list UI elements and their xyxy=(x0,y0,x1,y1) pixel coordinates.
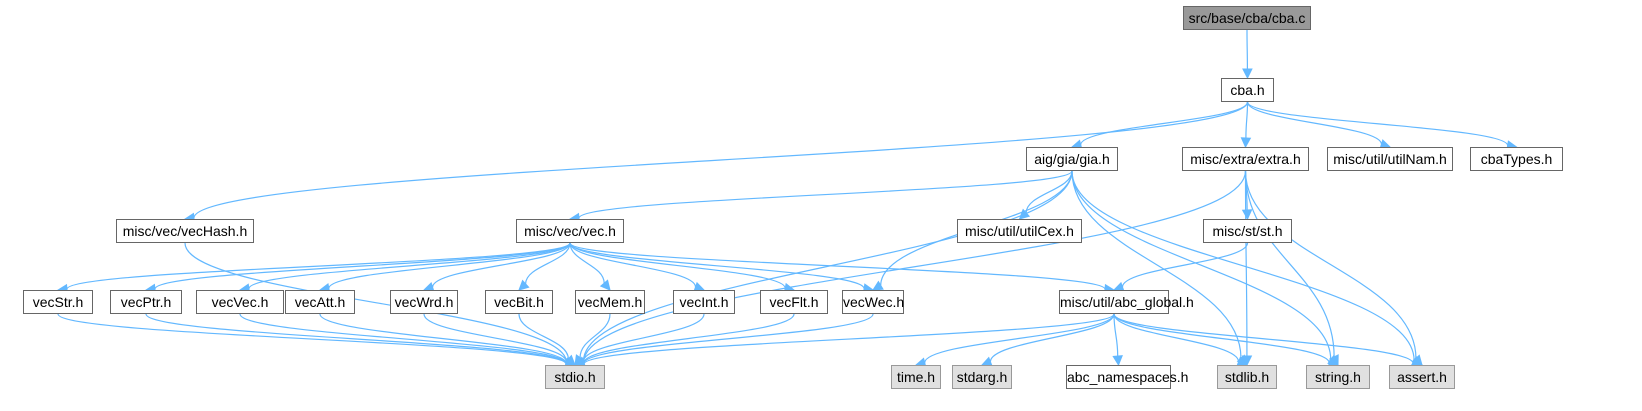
edge-vecVec_h-to-stdio_h xyxy=(239,313,567,364)
edge-vecBit_h-to-stdio_h xyxy=(518,313,569,360)
node-vecvec-h[interactable]: vecVec.h xyxy=(196,290,284,314)
node-cbatypes-h[interactable]: cbaTypes.h xyxy=(1470,147,1563,171)
arrowhead-extra_h-to-stdlib_h xyxy=(1241,355,1253,367)
edge-vec_h-to-abc_global_h xyxy=(569,242,1106,290)
node-cba-h[interactable]: cba.h xyxy=(1221,78,1274,102)
edge-vecMem_h-to-stdio_h xyxy=(579,313,611,358)
edge-abc_global_h-to-stdarg_h xyxy=(989,313,1115,362)
edge-cba_h-to-gia_h xyxy=(1080,101,1249,146)
node-stdlib-h: stdlib.h xyxy=(1217,365,1277,389)
node-st-h[interactable]: misc/st/st.h xyxy=(1203,219,1292,243)
node-string-h: string.h xyxy=(1306,365,1370,389)
node-vecatt-h[interactable]: vecAtt.h xyxy=(285,290,355,314)
node-vecflt-h[interactable]: vecFlt.h xyxy=(760,290,828,314)
node-assert-h: assert.h xyxy=(1389,365,1455,389)
edge-vecWrd_h-to-stdio_h xyxy=(423,313,568,363)
edge-vecHash_h-to-stdio_h xyxy=(184,242,568,363)
node-abc-global-h[interactable]: misc/util/abc_global.h xyxy=(1059,290,1194,314)
edge-vecFlt_h-to-stdio_h xyxy=(583,313,795,364)
edge-vec_h-to-vecFlt_h xyxy=(569,242,786,289)
edge-extra_h-to-assert_h xyxy=(1244,170,1417,359)
node-stdio-h: stdio.h xyxy=(545,365,605,389)
edge-abc_global_h-to-assert_h xyxy=(1113,313,1414,364)
edge-gia_h-to-utilCex_h xyxy=(1025,170,1073,214)
edge-gia_h-to-stdio_h xyxy=(582,170,1073,362)
node-vecbit-h[interactable]: vecBit.h xyxy=(485,290,553,314)
edge-gia_h-to-stdlib_h xyxy=(1071,170,1242,359)
node-vec-h[interactable]: misc/vec/vec.h xyxy=(516,219,624,243)
edge-extra_h-to-string_h xyxy=(1244,170,1335,357)
edge-abc_global_h-to-abc_namespaces_h xyxy=(1113,313,1119,357)
edge-cba_h-to-vecHash_h xyxy=(193,101,1249,219)
edge-vecInt_h-to-stdio_h xyxy=(582,313,705,362)
edge-extra_h-to-stdio_h xyxy=(583,170,1247,363)
arrowhead-root-to-cba_h xyxy=(1242,68,1253,80)
arrowhead-extra_h-to-st_h xyxy=(1241,209,1253,221)
arrowhead-vec_h-to-vecBit_h xyxy=(518,279,530,291)
arrowhead-vecBit_h-to-stdio_h xyxy=(564,354,576,366)
node-abc-namespaces-h[interactable]: abc_namespaces.h xyxy=(1066,365,1188,389)
node-vecint-h[interactable]: vecInt.h xyxy=(673,290,735,314)
node-vecstr-h[interactable]: vecStr.h xyxy=(23,290,93,314)
node-root-cba-c: src/base/cba/cba.c xyxy=(1183,6,1311,30)
edge-cba_h-to-extra_h xyxy=(1245,101,1249,139)
edge-abc_global_h-to-stdio_h xyxy=(583,313,1115,365)
arrowhead-gia_h-to-vecWec_h xyxy=(872,280,884,291)
edge-vec_h-to-vecWrd_h xyxy=(431,242,571,288)
arrowhead-abc_global_h-to-abc_namespaces_h xyxy=(1112,355,1123,367)
node-vecwrd-h[interactable]: vecWrd.h xyxy=(390,290,458,314)
node-vecmem-h[interactable]: vecMem.h xyxy=(575,290,645,314)
node-vecwec-h[interactable]: vecWec.h xyxy=(842,290,904,314)
edge-vec_h-to-vecInt_h xyxy=(569,242,697,288)
node-utilnam-h[interactable]: misc/util/utilNam.h xyxy=(1327,147,1453,171)
node-extra-h[interactable]: misc/extra/extra.h xyxy=(1182,147,1309,171)
node-time-h: time.h xyxy=(891,365,941,389)
node-vechash-h[interactable]: misc/vec/vecHash.h xyxy=(116,219,254,243)
node-gia-h[interactable]: aig/gia/gia.h xyxy=(1026,147,1118,171)
node-utilcex-h[interactable]: misc/util/utilCex.h xyxy=(957,219,1082,243)
edge-vecStr_h-to-stdio_h xyxy=(57,313,567,365)
edge-vecWec_h-to-stdio_h xyxy=(583,313,874,364)
edge-abc_global_h-to-stdlib_h xyxy=(1113,313,1240,362)
edge-vec_h-to-vecPtr_h xyxy=(154,242,571,290)
arrowhead-cba_h-to-extra_h xyxy=(1240,137,1252,149)
edge-cba_h-to-utilNam_h xyxy=(1246,101,1383,145)
edge-vec_h-to-vecAtt_h xyxy=(328,242,571,289)
edge-vec_h-to-vecWec_h xyxy=(569,242,865,289)
edge-vec_h-to-vecMem_h xyxy=(569,242,605,284)
edge-vecPtr_h-to-stdio_h xyxy=(145,313,567,365)
edge-vec_h-to-vecStr_h xyxy=(66,242,571,290)
edge-extra_h-to-stdlib_h xyxy=(1244,170,1248,357)
edge-vec_h-to-vecBit_h xyxy=(525,242,571,284)
arrowhead-vec_h-to-vecMem_h xyxy=(599,279,611,291)
edge-gia_h-to-assert_h xyxy=(1071,170,1415,361)
edge-gia_h-to-string_h xyxy=(1071,170,1332,360)
node-stdarg-h: stdarg.h xyxy=(952,365,1012,389)
edge-vecAtt_h-to-stdio_h xyxy=(319,313,567,364)
edge-st_h-to-abc_global_h xyxy=(1121,242,1249,288)
edge-cba_h-to-cbaTypes_h xyxy=(1246,101,1509,146)
edge-abc_global_h-to-string_h xyxy=(1113,313,1330,364)
edge-gia_h-to-vec_h xyxy=(578,170,1073,219)
edge-abc_global_h-to-time_h xyxy=(924,313,1115,363)
node-vecptr-h[interactable]: vecPtr.h xyxy=(110,290,182,314)
edge-vec_h-to-vecVec_h xyxy=(248,242,571,290)
